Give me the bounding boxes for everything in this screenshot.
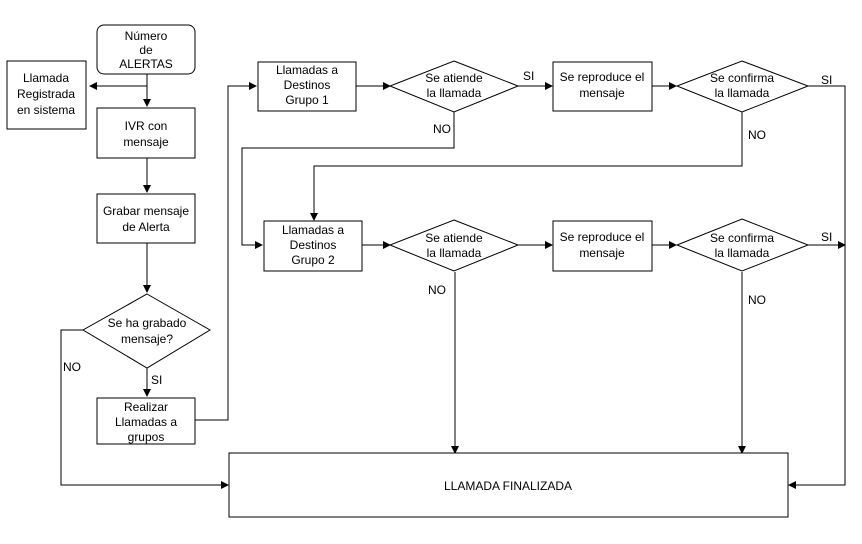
node-confirma2-line2: la llamada xyxy=(715,246,770,260)
node-llamada-registrada-line3: en sistema xyxy=(17,103,75,117)
node-llamada-registrada: Llamada Registrada en sistema xyxy=(6,60,87,130)
node-grabado-line1: Se ha grabado xyxy=(108,316,187,330)
node-confirma-1: Se confirma la llamada xyxy=(675,60,810,113)
node-confirma1-line1: Se confirma xyxy=(710,71,774,85)
node-reproduce2-line1: Se reproduce el xyxy=(560,230,645,244)
node-destinos2-line2: Destinos xyxy=(290,238,337,252)
node-destinos1-line1: Llamadas a xyxy=(276,63,338,77)
node-reproduce-1: Se reproduce el mensaje xyxy=(552,61,653,112)
node-atiende-2: Se atiende la llamada xyxy=(388,219,520,272)
node-llamada-finalizada: LLAMADA FINALIZADA xyxy=(228,452,789,518)
label-confirma2-no: NO xyxy=(748,293,766,307)
node-reproduce-2: Se reproduce el mensaje xyxy=(552,220,653,272)
node-grabado-line2: mensaje? xyxy=(121,332,173,346)
node-confirma1-line2: la llamada xyxy=(715,86,770,100)
node-realizar-line3: grupos xyxy=(128,430,165,444)
node-atiende2-line1: Se atiende xyxy=(425,231,483,245)
node-ivr-line2: mensaje xyxy=(123,135,169,149)
node-llamada-registrada-line1: Llamada xyxy=(23,71,69,85)
node-reproduce1-line2: mensaje xyxy=(579,86,625,100)
node-confirma2-line1: Se confirma xyxy=(710,231,774,245)
node-reproduce2-line2: mensaje xyxy=(579,246,625,260)
node-atiende1-line1: Se atiende xyxy=(425,71,483,85)
label-grabado-no: NO xyxy=(63,360,81,374)
node-reproduce1-line1: Se reproduce el xyxy=(560,70,645,84)
node-atiende2-line2: la llamada xyxy=(427,246,482,260)
node-finalizada-label: LLAMADA FINALIZADA xyxy=(444,479,572,493)
node-realizar: Realizar Llamadas a grupos xyxy=(96,397,196,445)
edge-atiende1-no xyxy=(241,112,455,249)
label-confirma1-si: SI xyxy=(821,73,832,87)
node-numero-alertas-line2: de xyxy=(139,43,153,57)
edge-grabado-no xyxy=(60,329,229,489)
node-destinos1-line2: Destinos xyxy=(284,78,331,92)
edge-confirma1-no xyxy=(310,112,743,221)
label-atiende1-no: NO xyxy=(433,122,451,136)
edge-labels: NO SI SI NO SI NO SI NO NO xyxy=(63,69,832,387)
label-confirma2-si: SI xyxy=(821,230,832,244)
node-ivr-line1: IVR con xyxy=(125,119,168,133)
label-confirma1-no: NO xyxy=(748,128,766,142)
node-grabar: Grabar mensaje de Alerta xyxy=(96,193,196,244)
node-numero-alertas: Número de ALERTAS xyxy=(96,24,196,75)
node-ivr: IVR con mensaje xyxy=(96,107,196,159)
node-grabar-line1: Grabar mensaje xyxy=(103,204,189,218)
node-confirma-2: Se confirma la llamada xyxy=(675,218,810,272)
node-destinos1-line3: Grupo 1 xyxy=(285,93,329,107)
node-destinos-2: Llamadas a Destinos Grupo 2 xyxy=(263,220,363,272)
edge-realizar-to-destinos1 xyxy=(195,82,257,421)
node-realizar-line1: Realizar xyxy=(124,400,168,414)
edge-confirma1-si xyxy=(788,85,846,489)
node-llamada-registrada-line2: Registrada xyxy=(17,87,75,101)
node-atiende-1: Se atiende la llamada xyxy=(388,60,520,113)
node-destinos-1: Llamadas a Destinos Grupo 1 xyxy=(257,61,357,112)
node-numero-alertas-line1: Número xyxy=(125,29,168,43)
node-grabar-line2: de Alerta xyxy=(122,220,170,234)
node-realizar-line2: Llamadas a xyxy=(115,415,177,429)
label-grabado-si: SI xyxy=(151,373,162,387)
label-atiende1-si: SI xyxy=(523,69,534,83)
node-destinos2-line1: Llamadas a xyxy=(282,223,344,237)
node-destinos2-line3: Grupo 2 xyxy=(291,253,335,267)
label-atiende2-no: NO xyxy=(428,283,446,297)
node-grabado-decision: Se ha grabado mensaje? xyxy=(82,293,211,369)
node-numero-alertas-line3: ALERTAS xyxy=(119,57,173,71)
node-atiende1-line2: la llamada xyxy=(427,86,482,100)
edges xyxy=(60,74,846,489)
